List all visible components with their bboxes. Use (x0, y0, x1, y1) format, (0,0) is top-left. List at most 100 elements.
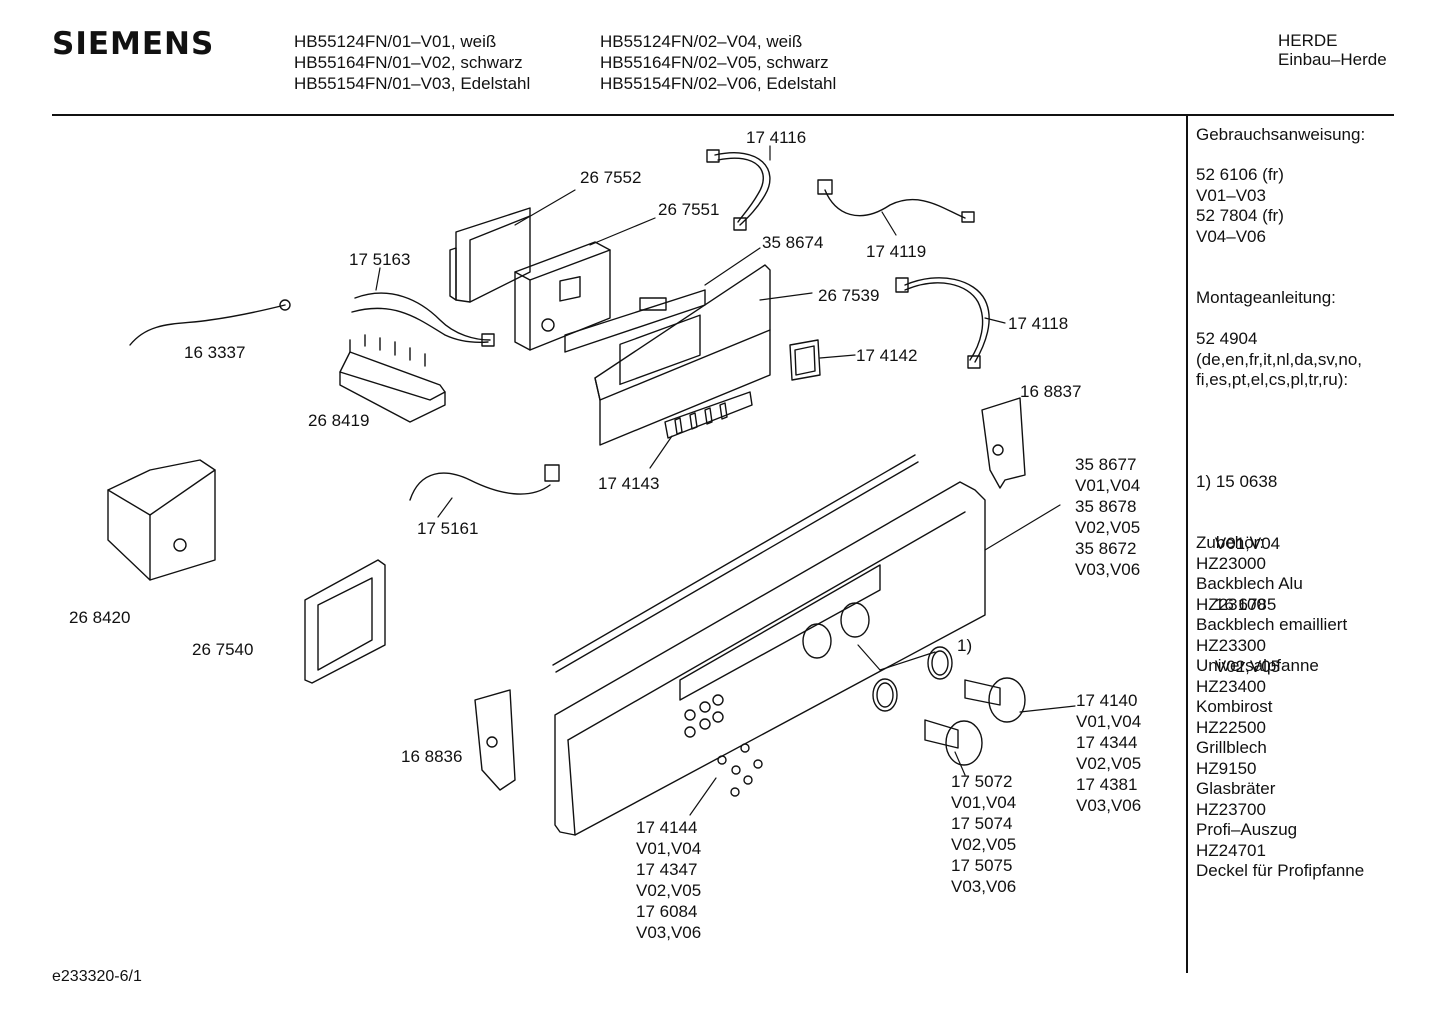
part-line: V02,V05 (1076, 754, 1142, 773)
part-line: V03,V06 (1075, 560, 1141, 579)
header-divider (52, 114, 1394, 116)
part-line: 17 4347 (636, 860, 698, 879)
part-label-group: 35 8677 V01,V04 35 8678 V02,V05 35 8672 … (1075, 454, 1140, 580)
part-label: 16 8836 (401, 747, 463, 766)
manual-line: V04–V06 (1196, 226, 1266, 246)
assembly-title: Montageanleitung: (1196, 288, 1336, 307)
accessory-line: HZ24701 (1196, 840, 1266, 860)
part-label: 17 4142 (856, 346, 918, 365)
part-line: 17 5072 (951, 772, 1013, 791)
manual-list: 52 6106 (fr) V01–V03 52 7804 (fr) V04–V0… (1196, 165, 1284, 247)
assembly-line: 52 4904 (1196, 329, 1258, 348)
part-label: 16 3337 (184, 343, 246, 362)
control-panel (552, 454, 986, 836)
note-list: 1) 15 0638 V01,V04 16 6785 V02,V05 (1196, 431, 1280, 698)
part-label-group: 17 5072 V01,V04 17 5074 V02,V05 17 5075 … (951, 771, 1016, 897)
screws (717, 743, 763, 797)
model-line: HB55124FN/02–V04, weiß (600, 32, 803, 51)
accessory-line: Universalpfanne (1196, 656, 1319, 675)
note-line: 1) 15 0638 (1196, 472, 1278, 491)
harness-175163 (351, 292, 495, 347)
category: HERDE Einbau–Herde (1278, 31, 1387, 69)
sidebar-divider (1186, 116, 1188, 973)
part-line: V01,V04 (636, 839, 702, 858)
note-line: V02,V05 (1196, 656, 1281, 676)
part-line: 35 8678 (1075, 497, 1137, 516)
part-label: 17 4118 (1008, 314, 1069, 333)
part-line: V01,V04 (1076, 712, 1142, 731)
part-line: 17 4144 (636, 818, 698, 837)
part-line: V02,V05 (636, 881, 702, 900)
wire-175161 (409, 464, 560, 501)
part-line: V01,V04 (951, 793, 1017, 812)
part-label: 26 7540 (192, 640, 254, 659)
note-line: 16 6785 (1196, 595, 1277, 614)
accessory-line: Grillblech (1196, 738, 1267, 757)
part-label-group: 17 4140 V01,V04 17 4344 V02,V05 17 4381 … (1076, 690, 1141, 816)
part-label: 17 4116 (746, 128, 807, 147)
harness-174116 (706, 149, 771, 231)
rings (872, 646, 953, 712)
part-line: V02,V05 (1075, 518, 1141, 537)
display-174143 (664, 391, 753, 439)
category-line: Einbau–Herde (1278, 50, 1387, 69)
harness-174118 (895, 277, 990, 369)
accessory-line: Profi–Auszug (1196, 820, 1298, 839)
pcb-267552 (449, 207, 531, 303)
assembly-line: (de,en,fr,it,nl,da,sv,no, (1196, 349, 1362, 369)
part-label: 16 8837 (1020, 382, 1082, 401)
brand-logo: SIEMENS (52, 26, 215, 62)
model-line: HB55154FN/01–V03, Edelstahl (294, 74, 531, 93)
accessory-line: HZ9150 (1196, 758, 1257, 778)
accessory-line: HZ23000 (1196, 553, 1266, 573)
accessory-line: Backblech emailliert (1196, 615, 1348, 634)
category-line: HERDE (1278, 31, 1338, 50)
accessory-line: HZ23300 (1196, 635, 1266, 655)
part-line: 17 4140 (1076, 691, 1138, 710)
terminal-block-268419 (339, 334, 446, 423)
part-line: V03,V06 (951, 877, 1017, 896)
part-label: 26 7539 (818, 286, 880, 305)
manual-line: V01–V03 (1196, 185, 1266, 205)
part-label: 17 5163 (349, 250, 411, 269)
gasket-174142 (789, 339, 821, 381)
part-line: V03,V06 (1076, 796, 1142, 815)
part-line: 17 4344 (1076, 733, 1138, 752)
frame-267539 (594, 264, 771, 446)
manual-line: 52 7804 (fr) (1196, 206, 1284, 225)
assembly-line: fi,es,pt,el,cs,pl,tr,ru): (1196, 370, 1349, 389)
manual-line: 52 6106 (fr) (1196, 165, 1284, 184)
part-label: 26 8419 (308, 411, 370, 430)
bracket-168837 (981, 397, 1026, 489)
part-label: 17 4119 (866, 242, 927, 261)
leader-lines (375, 145, 1076, 816)
part-line: 17 5074 (951, 814, 1013, 833)
model-line: HB55154FN/02–V06, Edelstahl (600, 74, 837, 93)
part-line: V02,V05 (951, 835, 1017, 854)
accessory-line: HZ23700 (1196, 799, 1266, 819)
part-label: 26 8420 (69, 608, 131, 627)
bracket-168836 (474, 689, 516, 791)
part-line: V01,V04 (1075, 476, 1141, 495)
note-line: V01,V04 (1196, 533, 1281, 553)
part-label-group: 17 4144 V01,V04 17 4347 V02,V05 17 6084 … (636, 817, 701, 943)
note-reference: 1) (957, 636, 973, 655)
part-line: 17 5075 (951, 856, 1013, 875)
part-label: 26 7552 (580, 168, 642, 187)
part-line: 35 8677 (1075, 455, 1137, 474)
accessory-line: HZ23400 (1196, 676, 1266, 696)
part-label: 26 7551 (658, 200, 720, 219)
manual-title: Gebrauchsanweisung: (1196, 125, 1366, 144)
module-267551 (514, 241, 611, 351)
model-line: HB55164FN/01–V02, schwarz (294, 53, 523, 72)
model-line: HB55124FN/01–V01, weiß (294, 32, 497, 51)
part-label: 17 4143 (598, 474, 660, 493)
accessories-title: Zubehör: (1196, 533, 1265, 552)
part-line: V03,V06 (636, 923, 702, 942)
accessory-line: Kombirost (1196, 697, 1273, 716)
part-label: 35 8674 (762, 233, 824, 252)
accessory-line: Glasbräter (1196, 779, 1276, 798)
part-line: 17 4381 (1076, 775, 1138, 794)
model-list-right: HB55124FN/02–V04, weiß HB55164FN/02–V05,… (600, 31, 836, 94)
